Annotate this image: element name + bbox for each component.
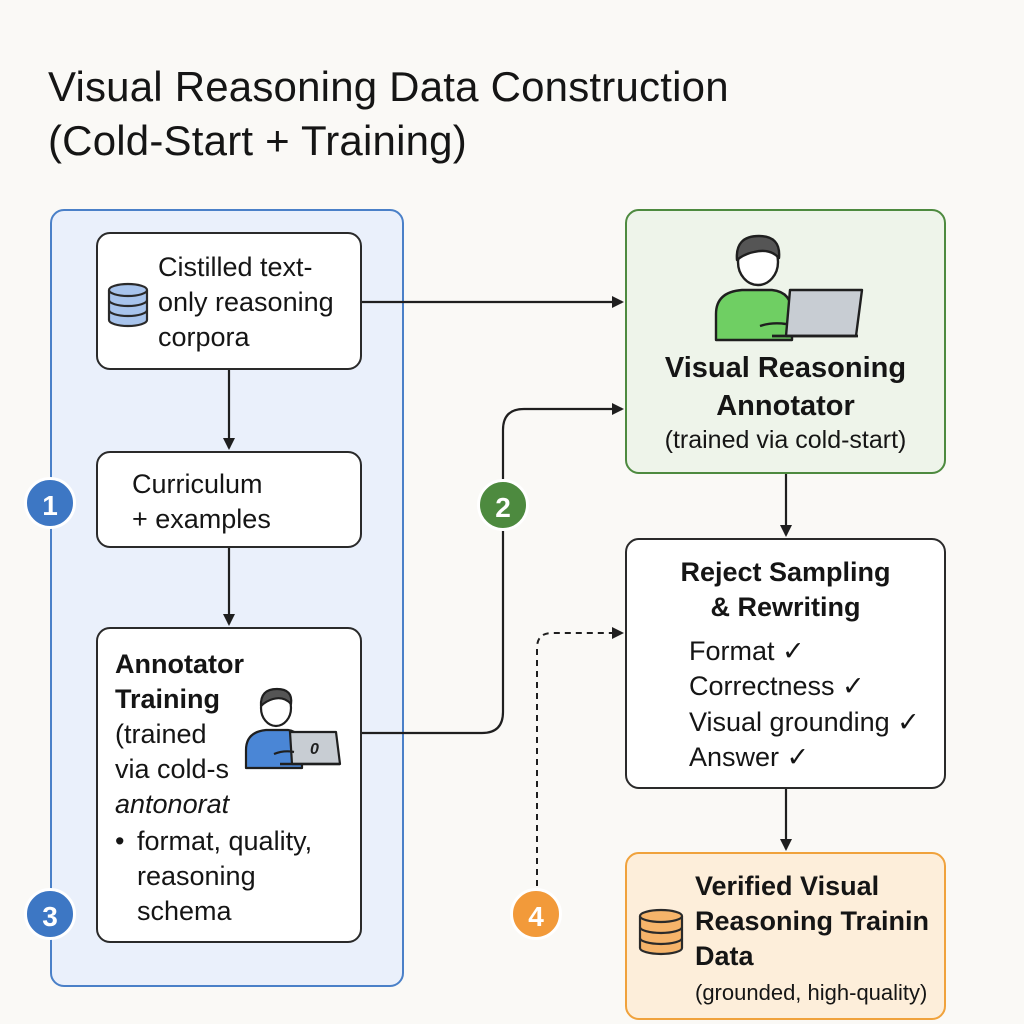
arrow-dashed-to-reject: [536, 627, 624, 886]
curriculum-box: [96, 451, 362, 548]
arrow-training-to-annotator: [362, 403, 624, 735]
step-badge-2: 2: [477, 479, 529, 531]
title-line-1: Visual Reasoning Data Construction: [48, 63, 729, 110]
verified-title-2: Reasoning Trainin: [695, 906, 930, 936]
diagram-title: Visual Reasoning Data Construction (Cold…: [48, 60, 729, 168]
annotator-subtitle: (trained via cold-start): [664, 426, 907, 454]
annotator-title-1: Visual Reasoning: [664, 352, 907, 384]
bullet-line-2: reasoning: [137, 861, 256, 891]
corpora-line-2: only reasoning: [158, 287, 334, 317]
title-line-2: (Cold-Start + Training): [48, 117, 467, 164]
step-badge-4: 4: [510, 888, 562, 940]
annotator-training-heading-2: Training: [115, 684, 221, 714]
database-icon: [107, 282, 149, 328]
database-icon: [638, 908, 684, 956]
step-badge-3: 3: [24, 888, 76, 940]
curriculum-line-1: Curriculum: [132, 469, 263, 499]
verified-subtitle: (grounded, high-quality): [695, 980, 928, 1005]
reject-title-2: & Rewriting: [710, 592, 861, 622]
annotator-title-2: Annotator: [716, 390, 855, 422]
check-format: Format ✓: [689, 636, 805, 666]
laptop-label: 0: [310, 741, 319, 758]
check-answer: Answer ✓: [689, 742, 810, 772]
annotator-training-box: [96, 627, 362, 943]
person-laptop-icon: [714, 234, 864, 342]
person-laptop-icon: 0: [244, 687, 342, 770]
verified-title-1: Verified Visual: [695, 871, 880, 901]
step-badge-1: 1: [24, 477, 76, 529]
annotator-training-body-3: antonorat: [115, 789, 230, 819]
bullet-line-1: format, quality,: [137, 826, 313, 856]
corpora-line-1: Cistilled text-: [158, 252, 313, 282]
corpora-line-3: corpora: [158, 322, 250, 352]
bullet-line-3: schema: [137, 896, 232, 926]
check-visual-grounding: Visual grounding ✓: [689, 707, 920, 737]
visual-reasoning-annotator-box: [625, 209, 946, 474]
annotator-training-body-1: (trained: [115, 719, 207, 749]
verified-title-3: Data: [695, 941, 754, 971]
check-correctness: Correctness ✓: [689, 671, 865, 701]
curriculum-line-2: + examples: [132, 504, 271, 534]
annotator-training-body-2: via cold-s: [115, 754, 230, 784]
bullet-glyph: •: [115, 826, 125, 856]
reject-title-1: Reject Sampling: [680, 557, 891, 587]
annotator-training-heading-1: Annotator: [115, 649, 244, 679]
reject-sampling-box: [625, 538, 946, 789]
